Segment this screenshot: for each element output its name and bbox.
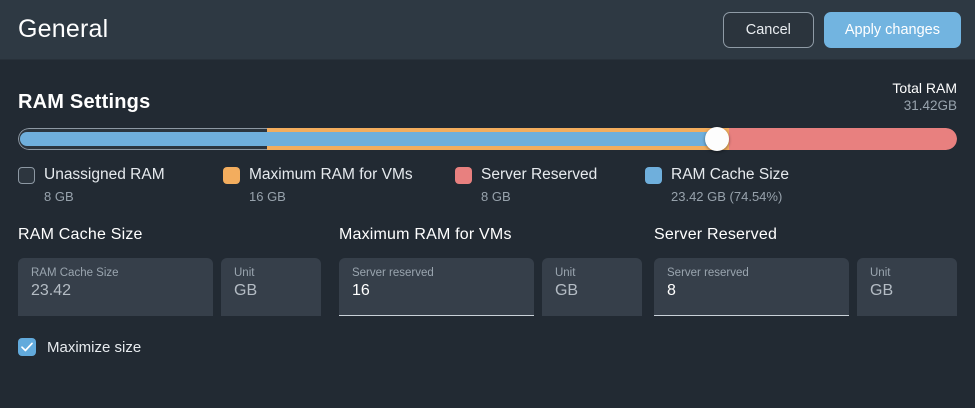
maximum-ram-for-vms-unit-field[interactable]: Unit	[541, 258, 642, 317]
legend-label: Unassigned RAM	[44, 166, 165, 184]
ram-settings-header: RAM Settings Total RAM 31.42GB	[18, 80, 957, 114]
ram-allocation-slider[interactable]	[18, 127, 957, 152]
maximum-ram-for-vms-unit-input[interactable]	[554, 282, 629, 301]
legend-label: Server Reserved	[481, 166, 598, 184]
page-header: General Cancel Apply changes	[0, 0, 975, 60]
maximize-size-label: Maximize size	[47, 338, 142, 356]
field-label: Unit	[870, 267, 891, 280]
ram-cache-size-unit-input[interactable]	[234, 282, 308, 301]
ram-cache-size-unit-field[interactable]: Unit	[221, 258, 321, 317]
check-icon	[21, 342, 33, 352]
legend-value: 8 GB	[481, 189, 511, 205]
group-maximum-ram-for-vms: Maximum RAM for VMs Server reserved Unit	[338, 226, 654, 317]
total-ram-value: 31.42GB	[903, 97, 957, 113]
field-label: Unit	[554, 267, 576, 280]
legend-value: 16 GB	[249, 189, 286, 205]
total-ram-block: Total RAM 31.42GB	[892, 80, 957, 114]
ram-cache-size-field[interactable]: RAM Cache Size	[18, 258, 213, 317]
swatch-unassigned-ram-icon	[18, 166, 35, 184]
server-reserved-unit-field[interactable]: Unit	[857, 258, 957, 317]
field-label: RAM Cache Size	[31, 267, 119, 280]
section-title: RAM Settings	[18, 91, 151, 114]
group-title: RAM Cache Size	[18, 226, 143, 244]
legend-item-ram-cache-size: RAM Cache Size 23.42 GB (74.54%)	[645, 166, 789, 204]
maximize-size-checkbox[interactable]	[18, 338, 36, 357]
maximum-ram-for-vms-field[interactable]: Server reserved	[338, 258, 534, 317]
swatch-ram-cache-size-icon	[645, 166, 662, 184]
maximum-ram-for-vms-input[interactable]	[351, 282, 521, 301]
ram-cache-size-input[interactable]	[31, 282, 200, 301]
group-title: Server Reserved	[654, 226, 778, 244]
page-title: General	[18, 15, 109, 43]
segment-ram-cache-size	[20, 132, 716, 147]
group-server-reserved: Server Reserved Server reserved Unit	[654, 226, 957, 317]
server-reserved-field[interactable]: Server reserved	[654, 258, 849, 317]
ram-legend: Unassigned RAM 8 GB Maximum RAM for VMs …	[18, 166, 957, 204]
header-actions: Cancel Apply changes	[722, 11, 961, 48]
apply-changes-button[interactable]: Apply changes	[823, 11, 961, 48]
legend-item-maximum-ram-for-vms: Maximum RAM for VMs 16 GB	[223, 166, 455, 204]
ram-field-groups: RAM Cache Size RAM Cache Size Unit Maxim…	[18, 226, 957, 317]
field-label: Server reserved	[667, 267, 749, 280]
slider-handle[interactable]	[704, 127, 729, 152]
server-reserved-unit-input[interactable]	[870, 282, 944, 301]
field-label: Server reserved	[351, 267, 434, 280]
cancel-button[interactable]: Cancel	[722, 11, 814, 48]
swatch-maximum-ram-for-vms-icon	[223, 166, 240, 184]
legend-label: Maximum RAM for VMs	[249, 166, 413, 184]
legend-item-unassigned-ram: Unassigned RAM 8 GB	[18, 166, 223, 204]
maximize-size-row[interactable]: Maximize size	[18, 338, 957, 357]
field-label: Unit	[234, 267, 255, 280]
legend-item-server-reserved: Server Reserved 8 GB	[455, 166, 645, 204]
legend-value: 8 GB	[44, 189, 74, 205]
group-title: Maximum RAM for VMs	[338, 226, 512, 244]
segment-server-reserved	[728, 128, 957, 151]
total-ram-label: Total RAM	[892, 80, 957, 96]
group-ram-cache-size: RAM Cache Size RAM Cache Size Unit	[18, 226, 339, 317]
swatch-server-reserved-icon	[455, 166, 472, 184]
settings-body: RAM Settings Total RAM 31.42GB Unassigne…	[0, 60, 975, 357]
legend-label: RAM Cache Size	[671, 166, 790, 184]
server-reserved-input[interactable]	[667, 282, 836, 301]
legend-value: 23.42 GB (74.54%)	[671, 189, 783, 205]
